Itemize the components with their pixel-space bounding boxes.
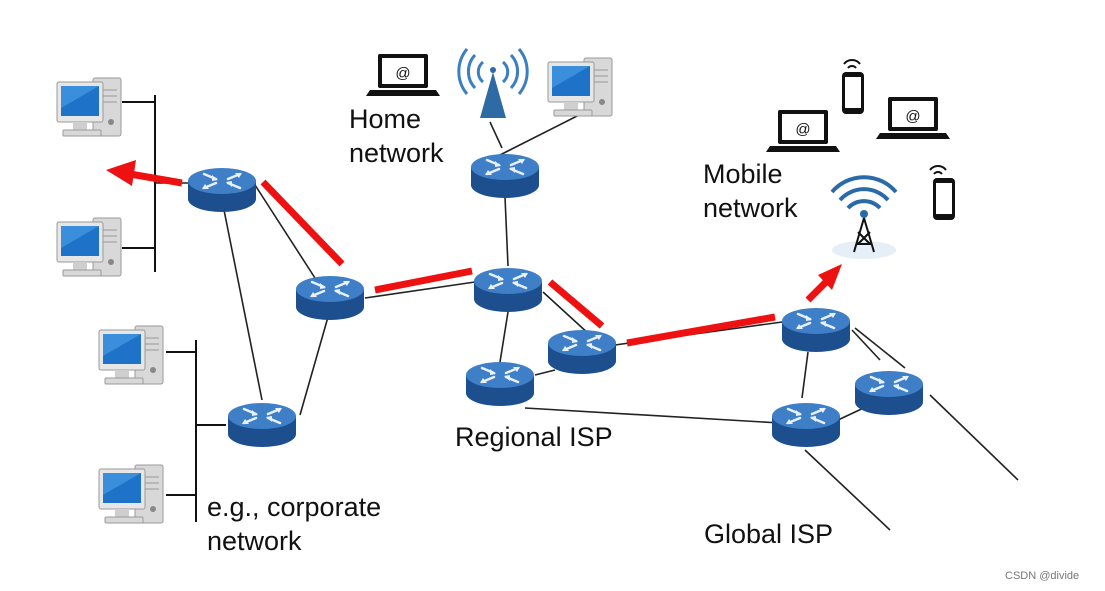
laptop-icon <box>766 110 840 152</box>
network-links <box>155 111 1019 531</box>
desktop-computer-icon <box>56 217 122 277</box>
left-arrowhead <box>106 160 136 186</box>
router-icon <box>546 328 618 376</box>
mobile-network-label: Mobile network <box>703 157 798 225</box>
desktop-computer-icon <box>98 325 164 385</box>
desktop-computer-icon <box>56 77 122 137</box>
smartphone-icon <box>842 59 864 114</box>
mobile-arrowhead <box>818 264 842 290</box>
router-icon <box>226 401 298 449</box>
router-icon <box>472 266 544 314</box>
regional-isp-label: Regional ISP <box>455 420 613 454</box>
router-icon <box>853 369 925 417</box>
wifi-antenna-icon <box>457 48 529 118</box>
corporate-label-line-2: network <box>207 526 302 556</box>
regional-isp-text: Regional ISP <box>455 422 613 452</box>
corporate-bus-lines <box>122 95 226 522</box>
router-icon <box>780 306 852 354</box>
red-path <box>129 170 831 347</box>
red-arrowheads <box>106 160 842 290</box>
router-icon <box>770 401 842 449</box>
home-label-line-2: network <box>349 138 444 168</box>
router-icon <box>294 274 366 322</box>
home-label-line-1: Home <box>349 104 422 134</box>
laptop-icon <box>366 54 440 96</box>
laptop-icon <box>876 97 950 139</box>
mobile-label-line-1: Mobile <box>703 159 783 189</box>
global-isp-label: Global ISP <box>704 517 833 551</box>
cell-tower-icon <box>830 175 898 259</box>
watermark: CSDN @divide⁠ <box>1005 570 1080 582</box>
mobile-label-line-2: network <box>703 193 798 223</box>
desktop-computer-icon <box>98 464 164 524</box>
router-icon <box>186 166 258 214</box>
home-network-label: Home network <box>349 102 444 170</box>
global-isp-text: Global ISP <box>704 519 834 549</box>
corporate-label-line-1: e.g., corporate <box>207 492 382 522</box>
desktop-computer-icon <box>547 57 613 117</box>
router-icon <box>469 152 541 200</box>
corporate-network-label: e.g., corporate network <box>207 490 381 558</box>
smartphone-icon <box>929 165 955 220</box>
router-icon <box>464 360 536 408</box>
